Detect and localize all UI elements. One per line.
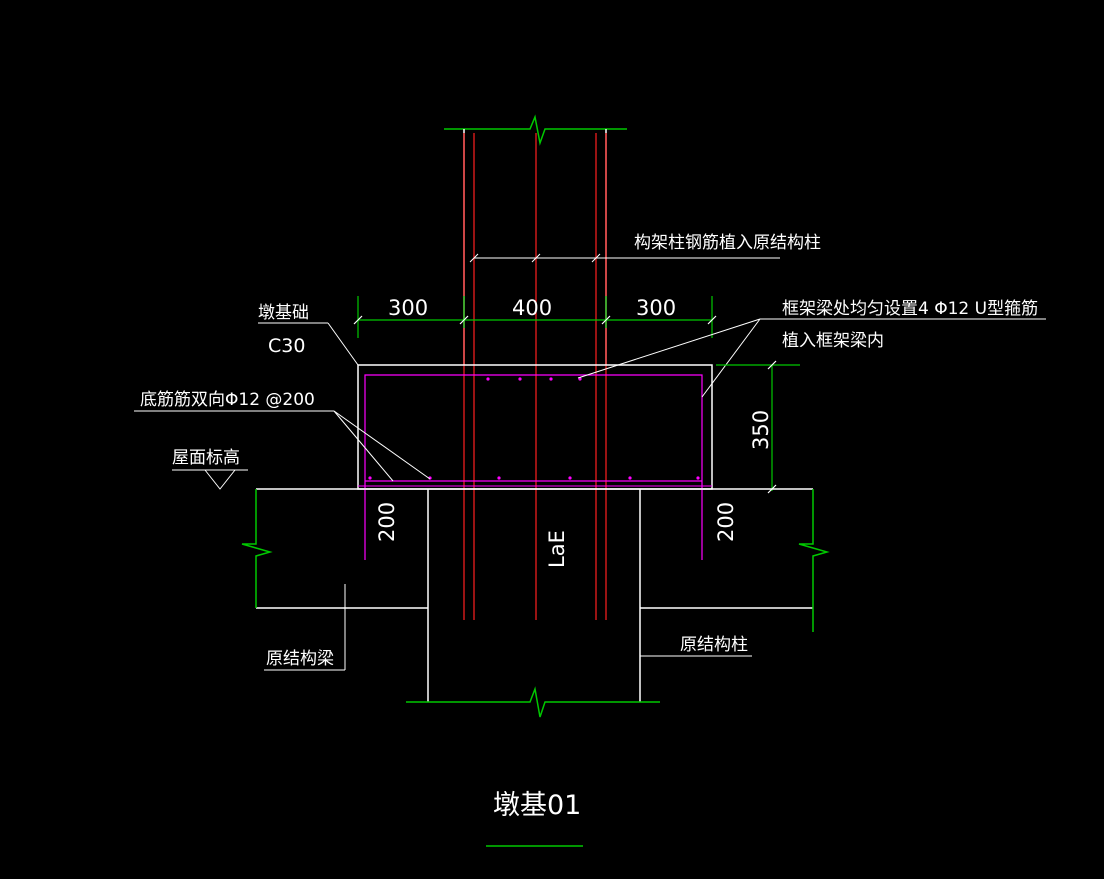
pier-outline <box>357 364 713 490</box>
original-beam-label: 原结构梁 <box>266 649 334 669</box>
left-break-line <box>241 489 273 608</box>
column-rebar-leader <box>469 253 780 263</box>
bottom-rebar-note: 底筋筋双向Φ12 @200 <box>140 390 315 410</box>
rebar-dot <box>578 377 582 381</box>
bottom-rebar-leader <box>134 410 431 482</box>
rebar-dot <box>518 377 522 381</box>
dim-height: 350 <box>749 410 773 450</box>
dim-left-width: 300 <box>388 296 428 320</box>
rebar-dot <box>568 476 572 480</box>
column-top-break-line <box>444 114 627 146</box>
dim-left-embed: 200 <box>375 502 399 542</box>
dim-right-embed: 200 <box>714 502 738 542</box>
u-stirrup-note-line1: 框架梁处均匀设置4 Φ12 U型箍筋 <box>782 299 1038 319</box>
drawing-title: 墩基01 <box>493 790 581 821</box>
pier-name-leader <box>258 322 359 366</box>
dim-middle-width: 400 <box>512 296 552 320</box>
dim-right-width: 300 <box>636 296 676 320</box>
u-stirrup <box>364 374 703 560</box>
rebar-dot <box>486 377 490 381</box>
rebar-dot <box>549 377 553 381</box>
pier-name-label: 墩基础 <box>258 303 309 323</box>
original-structure <box>241 488 830 718</box>
roof-elevation-marker <box>172 469 248 490</box>
original-beam-leader <box>264 584 346 671</box>
rebar-dot <box>497 476 501 480</box>
pier-stirrup <box>358 374 712 560</box>
right-break-line <box>798 489 830 632</box>
rebar-dot <box>696 476 700 480</box>
anchorage-length: LaE <box>545 530 569 568</box>
u-stirrup-note-line2: 植入框架梁内 <box>782 331 884 351</box>
top-dimension <box>353 296 717 338</box>
original-column-label: 原结构柱 <box>680 635 748 655</box>
roof-elevation-label: 屋面标高 <box>172 448 240 468</box>
u-stirrup-leader <box>577 318 1046 398</box>
rebar-dot <box>628 476 632 480</box>
rebar-dot <box>368 476 372 480</box>
column-rebar-note: 构架柱钢筋植入原结构柱 <box>634 233 821 253</box>
concrete-grade-label: C30 <box>268 335 305 357</box>
pier-foundation <box>357 364 713 490</box>
column-rebar <box>463 133 607 620</box>
column-bottom-break-line <box>406 686 660 718</box>
